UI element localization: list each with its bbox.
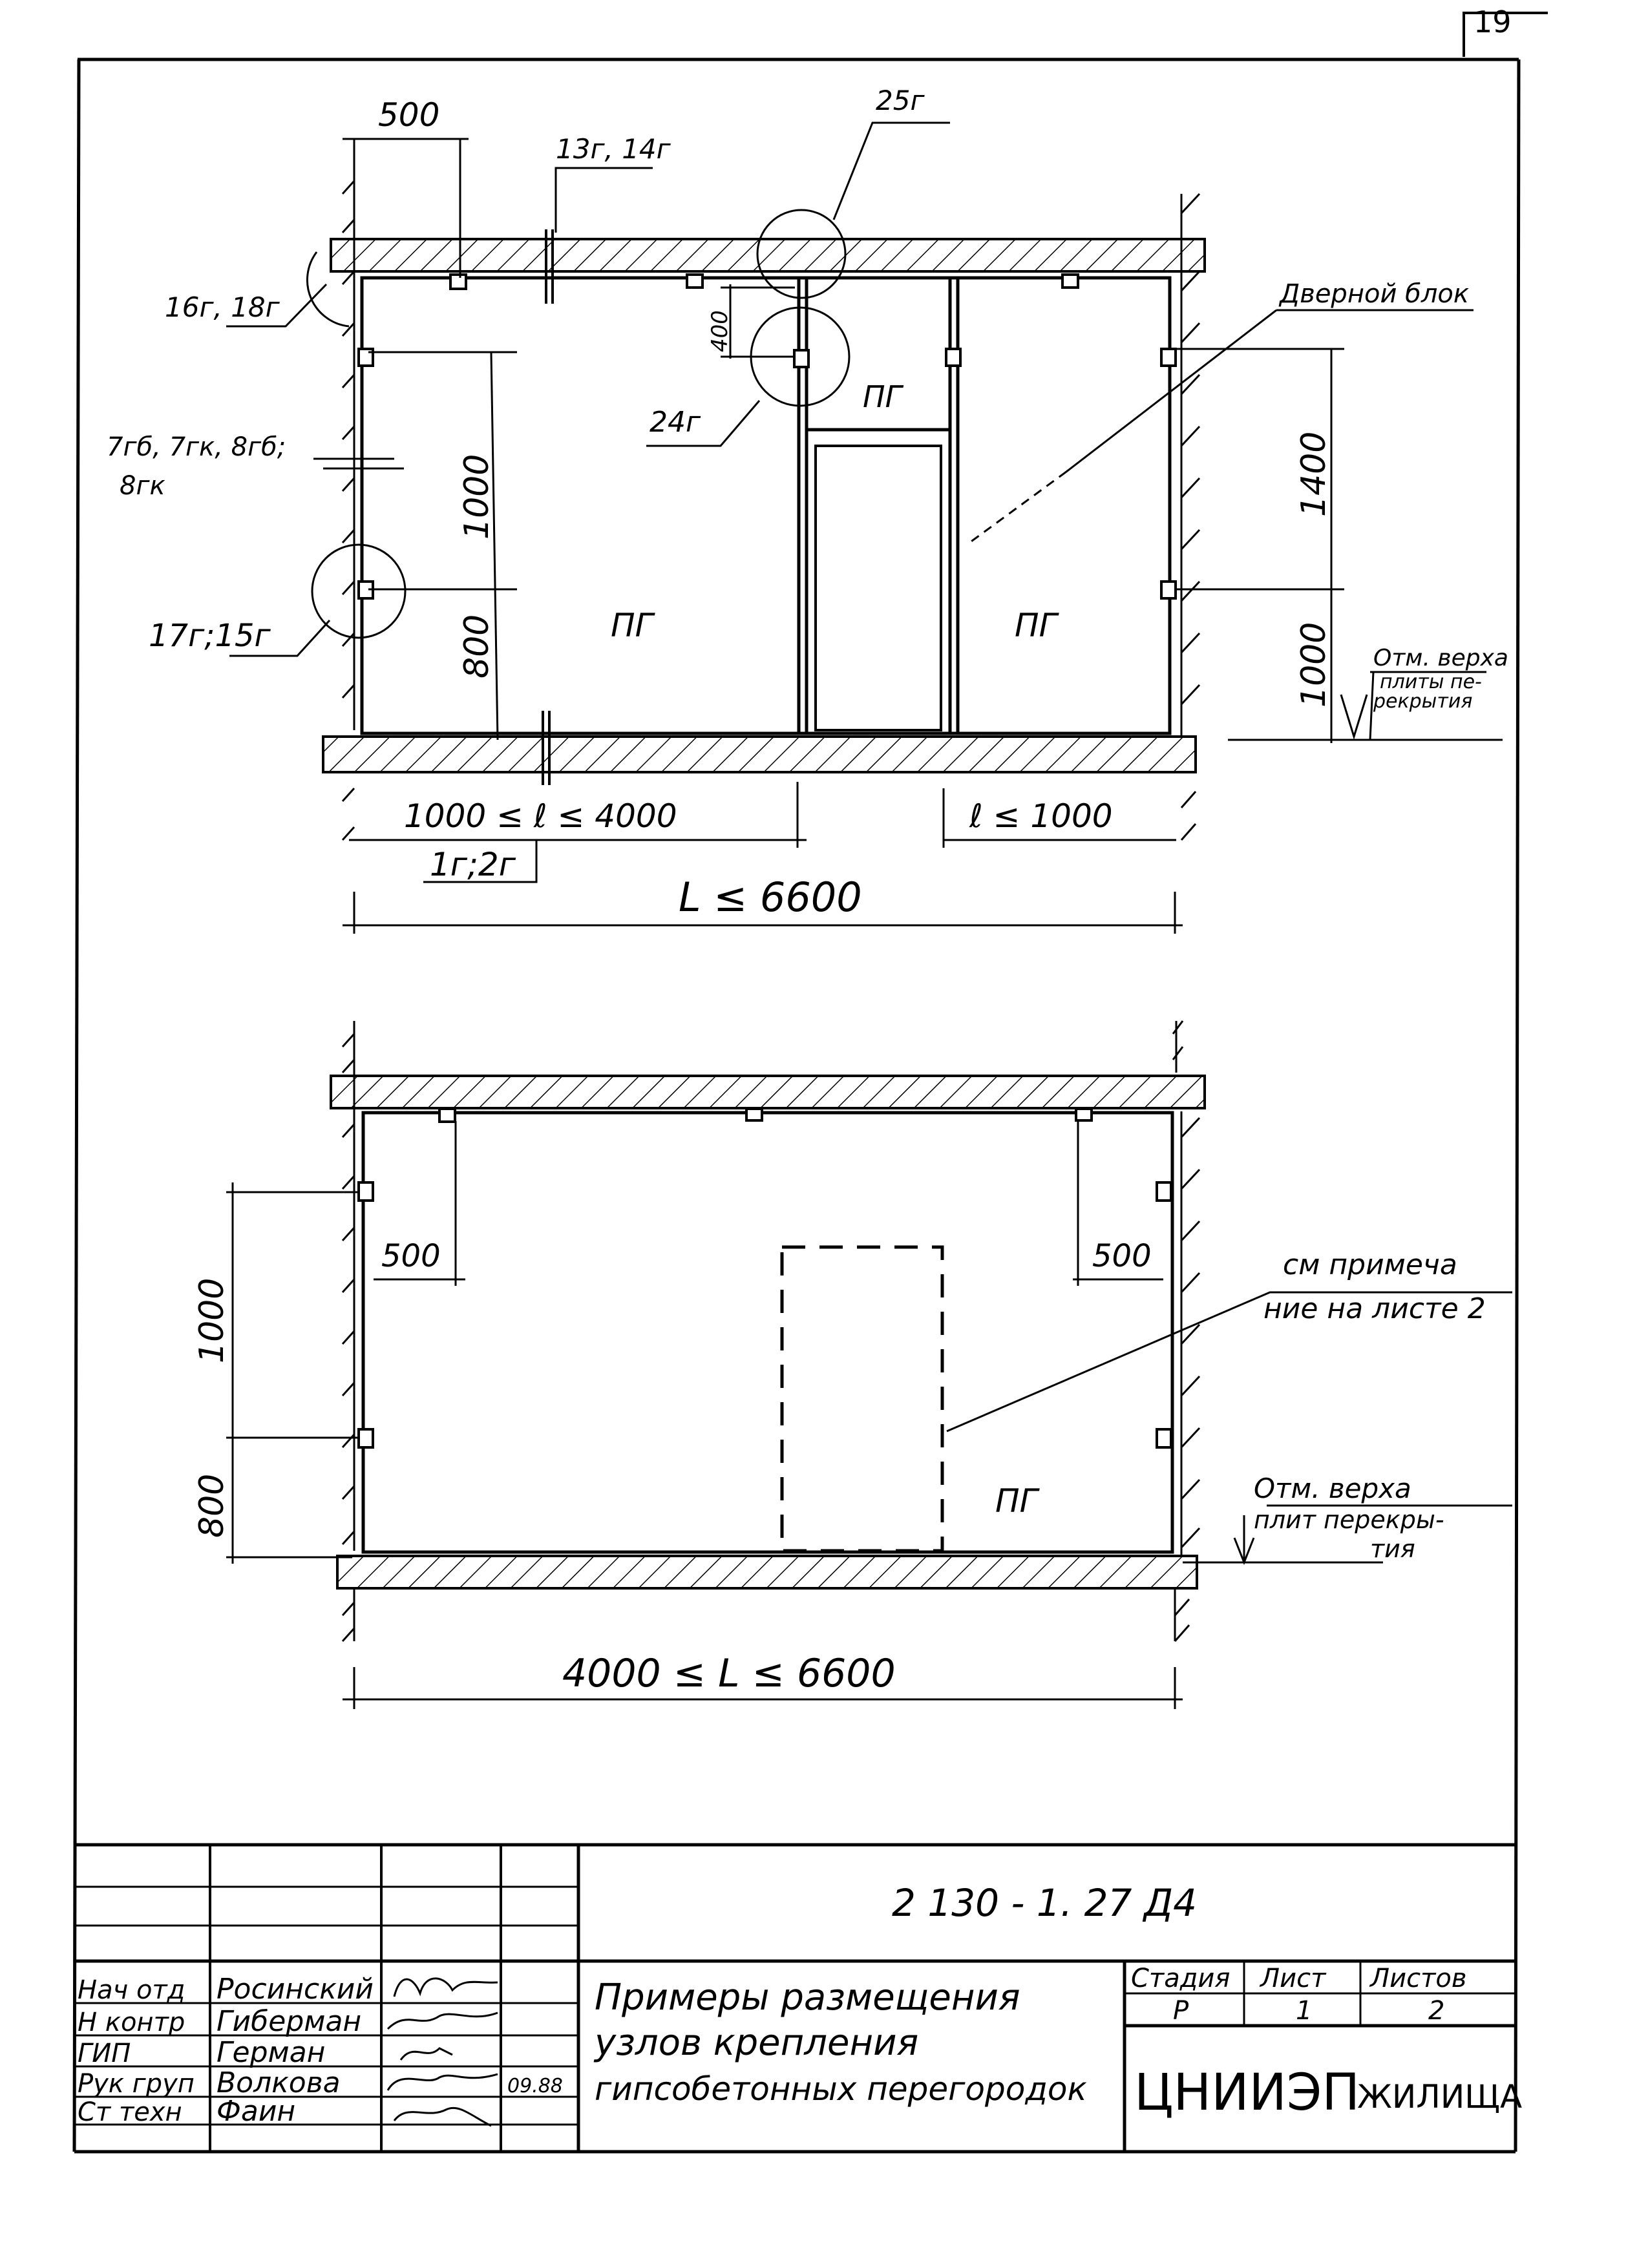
bottom-plan: 500 500 1000 800 см примеча ние на листе… bbox=[193, 1020, 1512, 1709]
top-floor-slab bbox=[322, 735, 1197, 773]
top-dimensions bbox=[343, 138, 1503, 934]
drawing-title-line3: гипсобетонных перегородок bbox=[595, 2070, 1087, 2108]
top-dim-1000: 1000 bbox=[458, 454, 496, 540]
drawing-title-line2: узлов крепления bbox=[593, 2022, 918, 2064]
signature-4 bbox=[386, 2073, 498, 2091]
bottom-dim-500-left: 500 bbox=[381, 1238, 441, 1274]
top-door-block: Дверной блок bbox=[1278, 279, 1469, 309]
top-node-7-8-line2: 8гк bbox=[120, 471, 165, 501]
drawing-title: Примеры размещения узлов крепления гипсо… bbox=[593, 1977, 1087, 2108]
role-head-dept: Нач отд bbox=[78, 1975, 185, 2005]
bottom-dim-800: 800 bbox=[193, 1474, 231, 1538]
bottom-dim-1000: 1000 bbox=[193, 1278, 231, 1363]
bottom-elev-arrow bbox=[1233, 1537, 1255, 1566]
top-anchor-nodes bbox=[357, 273, 1177, 600]
bottom-note-line1: см примеча bbox=[1283, 1248, 1457, 1281]
signature-date: 09.88 bbox=[507, 2075, 563, 2097]
top-node-1-2: 1г;2г bbox=[430, 846, 516, 883]
top-right-wall bbox=[1180, 193, 1201, 841]
top-node-circles bbox=[306, 209, 850, 639]
signature-5 bbox=[393, 2106, 492, 2127]
bottom-elev-line1: Отм. верха bbox=[1254, 1473, 1411, 1504]
drawing-title-line1: Примеры размещения bbox=[595, 1977, 1020, 2019]
top-span-left: 1000 ≤ ℓ ≤ 4000 bbox=[404, 797, 677, 835]
top-elev-line3: рекрытия bbox=[1373, 690, 1472, 713]
top-node-25: 25г bbox=[876, 85, 925, 116]
bottom-ceiling-slab bbox=[330, 1075, 1206, 1109]
top-elev-line1: Отм. верха bbox=[1373, 645, 1508, 671]
sheets-value: 2 bbox=[1428, 1996, 1444, 2026]
top-dim-1000-right: 1000 bbox=[1294, 622, 1333, 708]
title-block-grid bbox=[74, 1843, 1516, 2154]
org-sub: жилища bbox=[1357, 2078, 1522, 2116]
bottom-total: 4000 ≤ L ≤ 6600 bbox=[562, 1651, 896, 1696]
top-node-13-14: 13г, 14г bbox=[556, 133, 671, 165]
bottom-pg: ПГ bbox=[995, 1482, 1041, 1520]
bottom-note-line2: ние на листе 2 bbox=[1263, 1292, 1486, 1325]
sheets-header: Листов bbox=[1369, 1964, 1466, 1993]
signatures bbox=[386, 1977, 498, 2127]
bottom-dim-500-right: 500 bbox=[1092, 1238, 1152, 1274]
top-total: L ≤ 6600 bbox=[679, 874, 862, 921]
stage-header: Стадия bbox=[1131, 1964, 1230, 1993]
bottom-left-wall bbox=[341, 1021, 355, 1643]
bottom-elev-line3: тия bbox=[1370, 1535, 1415, 1563]
top-node-7-8-line1: 7гб, 7гк, 8гб; bbox=[107, 432, 286, 462]
top-pg-top: ПГ bbox=[863, 379, 904, 414]
sheet-number: 19 bbox=[1474, 5, 1512, 39]
sheet-value: 1 bbox=[1296, 1996, 1312, 2026]
top-elev-arrow bbox=[1340, 694, 1368, 740]
org-main: ЦНИИЭП bbox=[1134, 2064, 1360, 2122]
top-node-24: 24г bbox=[650, 406, 701, 439]
name-3: Герман bbox=[217, 2036, 325, 2069]
bottom-plan-labels: 500 500 1000 800 см примеча ние на листе… bbox=[193, 1238, 1486, 1696]
bottom-elev-line2: плит перекры- bbox=[1254, 1506, 1444, 1534]
top-plan: 500 13г, 14г 25г 16г, 18г 400 24г Дверно… bbox=[107, 85, 1508, 934]
bottom-partition bbox=[361, 1111, 1174, 1554]
bottom-anchor-nodes bbox=[357, 1108, 1172, 1449]
bottom-floor-slab bbox=[336, 1555, 1198, 1590]
top-pg-left: ПГ bbox=[611, 607, 656, 644]
bottom-dimensions bbox=[226, 1121, 1383, 1709]
top-dim-400: 400 bbox=[707, 310, 733, 352]
role-senior-tech: Ст техн bbox=[78, 2097, 182, 2127]
signature-1 bbox=[393, 1977, 498, 1997]
name-4: Волкова bbox=[217, 2066, 341, 2099]
bottom-opening-dashed bbox=[780, 1245, 944, 1553]
top-ceiling-slab bbox=[330, 238, 1206, 273]
stage-value: Р bbox=[1173, 1996, 1189, 2026]
top-span-right: ℓ ≤ 1000 bbox=[969, 797, 1113, 835]
name-1: Росинский bbox=[217, 1973, 374, 2006]
top-dim-500: 500 bbox=[378, 96, 439, 134]
top-node-16-18: 16г, 18г bbox=[165, 291, 280, 323]
top-node-17-15: 17г;15г bbox=[149, 618, 271, 654]
top-elev-line2: плиты пе- bbox=[1380, 671, 1482, 693]
bottom-leaders bbox=[946, 1291, 1512, 1560]
sheet-frame bbox=[72, 12, 1548, 2152]
sheet-header: Лист bbox=[1259, 1964, 1327, 1993]
name-5: Фаин bbox=[217, 2095, 295, 2128]
top-leaders bbox=[226, 121, 1486, 883]
top-dim-800: 800 bbox=[458, 614, 496, 678]
bottom-right-wall bbox=[1172, 1020, 1201, 1642]
signature-3 bbox=[399, 2047, 453, 2061]
name-2: Гиберман bbox=[217, 2005, 361, 2038]
staff-names: Росинский Гиберман Герман Волкова Фаин bbox=[217, 1973, 374, 2128]
role-chief-engineer: ГИП bbox=[78, 2039, 131, 2068]
signature-2 bbox=[386, 2011, 498, 2030]
top-plan-labels: 500 13г, 14г 25г 16г, 18г 400 24г Дверно… bbox=[107, 85, 1508, 921]
top-dim-1400: 1400 bbox=[1294, 432, 1333, 517]
top-pg-right: ПГ bbox=[1015, 607, 1060, 644]
title-block: 2 130 - 1. 27 Д4 Нач отд Н контр ГИП Рук… bbox=[74, 1843, 1522, 2154]
doc-code: 2 130 - 1. 27 Д4 bbox=[892, 1881, 1197, 1925]
top-cut-marks bbox=[542, 229, 554, 785]
role-norm-control: Н контр bbox=[78, 2008, 185, 2037]
role-group-lead: Рук груп bbox=[78, 2069, 195, 2099]
staff-roles: Нач отд Н контр ГИП Рук груп Ст техн bbox=[78, 1975, 195, 2127]
